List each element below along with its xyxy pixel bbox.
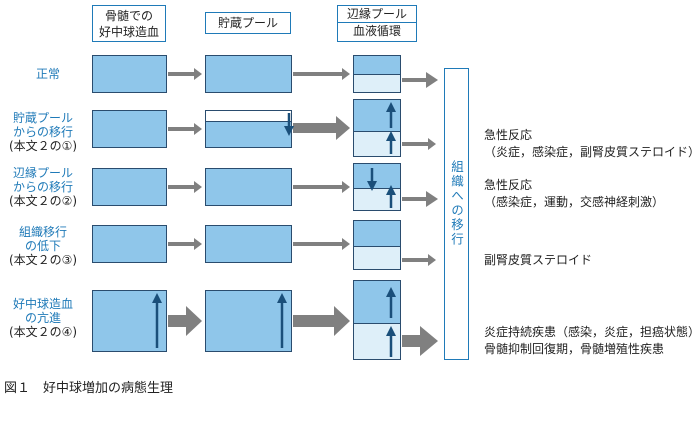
note-row3-l1: 急性反応	[484, 178, 533, 192]
arrow-r1-b	[293, 68, 350, 80]
storage-box-normal	[205, 55, 292, 93]
marrow-box-normal	[92, 55, 167, 93]
header-marginal: 辺縁プール 血液循環	[337, 5, 417, 42]
row-label-storage-l1: 貯蔵プール	[12, 111, 73, 125]
row-label-marginal-sub: (本文２の②)	[8, 194, 78, 208]
note-row2: 急性反応 （炎症，感染症，副腎皮質ステロイド）	[484, 127, 699, 161]
note-row2-l2: （炎症，感染症，副腎皮質ステロイド）	[484, 145, 699, 159]
arrow-r1-c	[402, 72, 438, 88]
storage-box-marginal	[205, 168, 292, 206]
arrow-r4-c	[402, 254, 436, 266]
arrow-r4-a	[168, 238, 202, 250]
marginal-pool-hematopoiesis	[353, 280, 401, 360]
note-row5-l2: 骨髄抑制回復期，骨髄増殖性疾患	[484, 342, 665, 356]
row-label-hema-l2: の亢進	[24, 311, 61, 325]
note-row3-l2: （感染症，運動，交感神経刺激）	[484, 195, 665, 209]
header-marrow-line1: 骨髄での	[104, 9, 153, 23]
row-label-tissue-decrease: 組織移行 の低下 (本文２の③)	[0, 225, 86, 267]
arrow-r5-c	[402, 326, 438, 356]
arrow-r2-a	[168, 123, 202, 135]
marginal-pool-normal	[353, 55, 401, 93]
note-row4: 副腎皮質ステロイド	[484, 252, 592, 269]
storage-box-hematopoiesis	[205, 290, 292, 352]
arrow-r4-b	[293, 238, 350, 250]
note-row4-l1: 副腎皮質ステロイド	[484, 253, 593, 267]
header-marrow: 骨髄での 好中球造血	[92, 5, 166, 42]
marrow-box-marginal	[92, 168, 167, 206]
row-label-marginal-l2: からの移行	[12, 180, 73, 194]
arrow-r5-a	[168, 306, 202, 336]
note-row2-l1: 急性反応	[484, 128, 533, 142]
header-storage: 貯蔵プール	[205, 12, 291, 34]
row-label-hema-sub: (本文２の④)	[8, 325, 78, 339]
arrow-r2-c	[402, 138, 436, 150]
note-row5-l1: 炎症持続疾患（感染，炎症，担癌状態）	[484, 325, 699, 339]
header-marrow-line2: 好中球造血	[98, 25, 159, 39]
arrow-r2-b	[293, 116, 350, 140]
row-label-storage-l2: からの移行	[12, 125, 73, 139]
row-label-storage-sub: (本文２の①)	[8, 139, 78, 153]
header-marginal-line2: 血液循環	[352, 24, 401, 38]
tissue-migration-box	[444, 68, 469, 360]
marginal-pool-tissue	[353, 220, 401, 270]
note-row3: 急性反応 （感染症，運動，交感神経刺激）	[484, 177, 664, 211]
row-label-hema-l1: 好中球造血	[12, 297, 73, 311]
row-label-storage: 貯蔵プール からの移行 (本文２の①)	[0, 111, 86, 153]
storage-box-depleted	[205, 110, 292, 148]
row-label-marginal: 辺縁プール からの移行 (本文２の②)	[0, 166, 86, 208]
row-label-normal: 正常	[18, 67, 78, 81]
row-label-tissue-l2: の低下	[24, 239, 61, 253]
marrow-box-tissue	[92, 225, 167, 263]
header-storage-line1: 貯蔵プール	[217, 16, 278, 30]
row-label-marginal-l1: 辺縁プール	[12, 166, 73, 180]
tissue-migration-label: 組織への移行	[449, 160, 464, 247]
storage-box-tissue	[205, 225, 292, 263]
row-label-tissue-l1: 組織移行	[18, 225, 67, 239]
row-label-hematopoiesis: 好中球造血 の亢進 (本文２の④)	[0, 297, 86, 339]
arrow-r5-b	[293, 306, 350, 336]
row-label-tissue-sub: (本文２の③)	[8, 253, 78, 267]
marrow-box-storage	[92, 110, 167, 148]
header-marginal-line1: 辺縁プール	[338, 6, 416, 23]
arrow-r3-b	[293, 181, 350, 193]
arrow-r3-a	[168, 181, 202, 193]
arrow-r1-a	[168, 68, 202, 80]
arrow-r3-c	[402, 191, 438, 207]
row-label-normal-text: 正常	[35, 67, 60, 81]
note-row5: 炎症持続疾患（感染，炎症，担癌状態） 骨髄抑制回復期，骨髄増殖性疾患	[484, 324, 699, 358]
figure-caption: 図１ 好中球増加の病態生理	[4, 381, 174, 396]
